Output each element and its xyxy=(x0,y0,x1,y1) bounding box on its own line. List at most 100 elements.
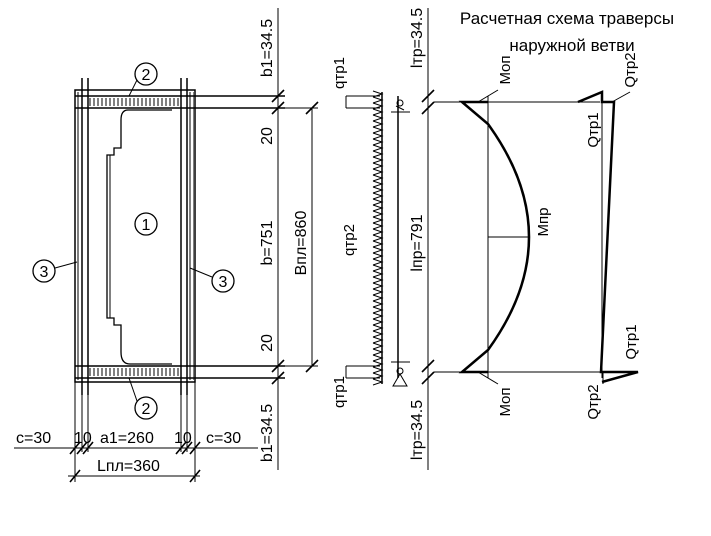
title: Расчетная схема траверсы наружной ветви xyxy=(460,9,674,55)
callout-2-top: 2 xyxy=(128,62,158,97)
dim-b1-bottom: b1=34.5 xyxy=(259,404,276,462)
load-arrow xyxy=(372,258,384,266)
dim-B: Bпл=860 xyxy=(293,211,310,276)
load-arrow xyxy=(372,108,384,116)
dim-20-top: 20 xyxy=(259,127,276,145)
load-arrow xyxy=(372,372,384,380)
l-bottom-label: lтр=34.5 xyxy=(409,400,426,460)
load-arrow xyxy=(372,222,384,230)
load-arrow xyxy=(372,216,384,224)
load-arrow xyxy=(372,132,384,140)
load-arrow xyxy=(372,198,384,206)
dim-L: Lпл=360 xyxy=(97,458,160,475)
load-arrow xyxy=(372,288,384,296)
l-top-label: lтр=34.5 xyxy=(409,8,426,68)
load-arrow xyxy=(372,330,384,338)
load-arrow xyxy=(372,246,384,254)
load-arrow xyxy=(372,102,384,110)
dim-gap-left: 10 xyxy=(74,430,92,447)
support-top xyxy=(391,99,410,113)
load-arrow xyxy=(372,144,384,152)
dim-c-right: c=30 xyxy=(206,430,241,447)
svg-text:2: 2 xyxy=(142,67,151,84)
shear-diagram: Qтр2 Qтр1 Qтр1 Qтр2 xyxy=(577,52,640,420)
title-line-2: наружной ветви xyxy=(509,36,634,55)
load-arrow xyxy=(372,240,384,248)
q-top-label: qтр1 xyxy=(331,57,348,89)
load-arrow xyxy=(372,366,384,374)
side-dimensions: b1=34.5 20 b=751 20 b1=34.5 Bпл=860 xyxy=(259,8,319,470)
dim-gap-right: 10 xyxy=(174,430,192,447)
dim-b1-top: b1=34.5 xyxy=(259,19,276,77)
load-arrow xyxy=(372,138,384,146)
q-bottom-label: qтр1 xyxy=(331,376,348,408)
m-bottom-label: Mоп xyxy=(497,388,514,417)
load-arrow xyxy=(372,174,384,182)
load-arrow xyxy=(372,210,384,218)
m-top-label: Mоп xyxy=(497,56,514,85)
load-arrow xyxy=(372,192,384,200)
svg-text:3: 3 xyxy=(40,264,49,281)
svg-text:2: 2 xyxy=(142,401,151,418)
load-arrow xyxy=(372,282,384,290)
bottom-dimensions: c=30 10 a1=260 10 c=30 Lпл=360 xyxy=(14,382,258,483)
load-arrow xyxy=(372,318,384,326)
load-arrow xyxy=(372,252,384,260)
load-arrow xyxy=(372,96,384,104)
load-arrow xyxy=(372,276,384,284)
load-arrow xyxy=(372,348,384,356)
support-bottom xyxy=(391,361,410,387)
q-bottom-shear-1: Qтр1 xyxy=(623,324,640,359)
callout-3-right: 3 xyxy=(189,267,235,293)
moment-diagram: Mоп Mпр Mоп xyxy=(434,56,600,417)
q-mid-label: qтр2 xyxy=(341,224,358,256)
load-arrow xyxy=(372,306,384,314)
load-arrow xyxy=(372,150,384,158)
shear-curve xyxy=(577,90,639,384)
load-arrow xyxy=(372,90,384,98)
load-arrow xyxy=(372,312,384,320)
load-arrow xyxy=(372,360,384,368)
callout-3-left: 3 xyxy=(32,259,78,283)
base-plate-outline xyxy=(74,89,196,383)
traverse-bottom-hatch xyxy=(89,368,180,376)
weld-strip-right xyxy=(189,92,194,380)
plan-view: 1 2 2 3 3 xyxy=(32,62,285,420)
load-arrow xyxy=(372,162,384,170)
weld-strip-left xyxy=(76,92,81,380)
load-arrow xyxy=(372,300,384,308)
load-arrow xyxy=(372,186,384,194)
dim-b: b=751 xyxy=(259,220,276,265)
load-arrow xyxy=(372,270,384,278)
load-arrow xyxy=(372,126,384,134)
load-arrow xyxy=(372,204,384,212)
svg-text:3: 3 xyxy=(219,274,228,291)
svg-text:1: 1 xyxy=(142,217,151,234)
q-top-shear-1: Qтр2 xyxy=(622,52,639,87)
load-scheme: qтр1 qтр2 qтр1 lтр=34.5 lпр=791 lтр=34.5 xyxy=(331,8,435,470)
l-mid-label: lпр=791 xyxy=(409,214,426,271)
q-bottom-shear-2: Qтр2 xyxy=(585,384,602,419)
load-arrow xyxy=(372,342,384,350)
traverse-top-hatch xyxy=(89,98,180,106)
dim-c-left: c=30 xyxy=(16,430,51,447)
load-arrow xyxy=(372,114,384,122)
callout-2-bottom: 2 xyxy=(128,377,158,420)
load-arrow xyxy=(372,156,384,164)
load-arrow xyxy=(372,180,384,188)
load-arrows xyxy=(372,90,384,386)
load-arrow xyxy=(372,228,384,236)
dim-20-bottom: 20 xyxy=(259,334,276,352)
load-arrow xyxy=(372,336,384,344)
load-arrow xyxy=(372,378,384,386)
load-arrow xyxy=(372,264,384,272)
q-top-shear-2: Qтр1 xyxy=(585,112,602,147)
load-arrow xyxy=(372,120,384,128)
m-mid-label: Mпр xyxy=(535,208,552,237)
channel-branch xyxy=(106,109,172,365)
load-arrow xyxy=(372,324,384,332)
dim-a1: a1=260 xyxy=(100,430,154,447)
load-arrow xyxy=(372,234,384,242)
load-arrow xyxy=(372,294,384,302)
